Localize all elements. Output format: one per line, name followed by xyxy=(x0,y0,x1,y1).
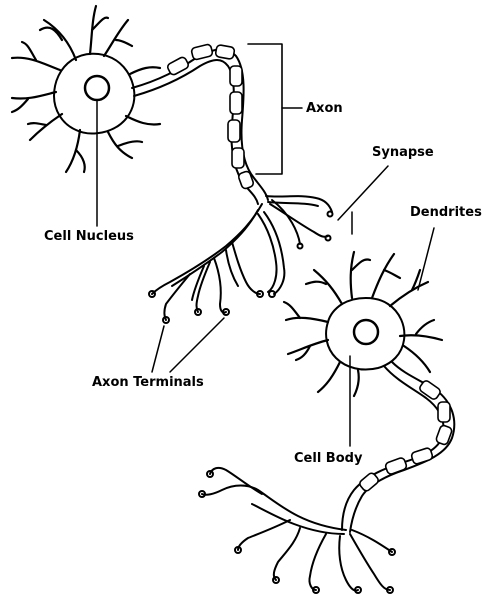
axon-terminals-label: Axon Terminals xyxy=(92,376,204,389)
axon-terminals-pointer-right xyxy=(170,318,224,372)
cell-nucleus-label: Cell Nucleus xyxy=(44,230,134,243)
axon-terminals-pointer-left xyxy=(152,326,164,372)
synapse-pointer xyxy=(338,166,388,220)
upper-neuron xyxy=(12,6,160,226)
upper-nucleus xyxy=(85,76,109,100)
cell-body-label: Cell Body xyxy=(294,452,362,465)
synapse-label: Synapse xyxy=(372,146,434,159)
lower-myelin-sheath xyxy=(358,379,452,492)
lower-cell-body xyxy=(326,298,404,370)
lower-nucleus xyxy=(354,320,378,344)
dendrites-label: Dendrites xyxy=(410,206,482,219)
dendrites-pointer xyxy=(418,228,434,290)
lower-dendrites xyxy=(284,252,442,396)
lower-neuron xyxy=(284,228,442,446)
lower-axon xyxy=(199,362,454,593)
axon-bracket xyxy=(248,44,282,174)
axon-label: Axon xyxy=(306,102,343,115)
upper-cell-body xyxy=(54,54,134,134)
